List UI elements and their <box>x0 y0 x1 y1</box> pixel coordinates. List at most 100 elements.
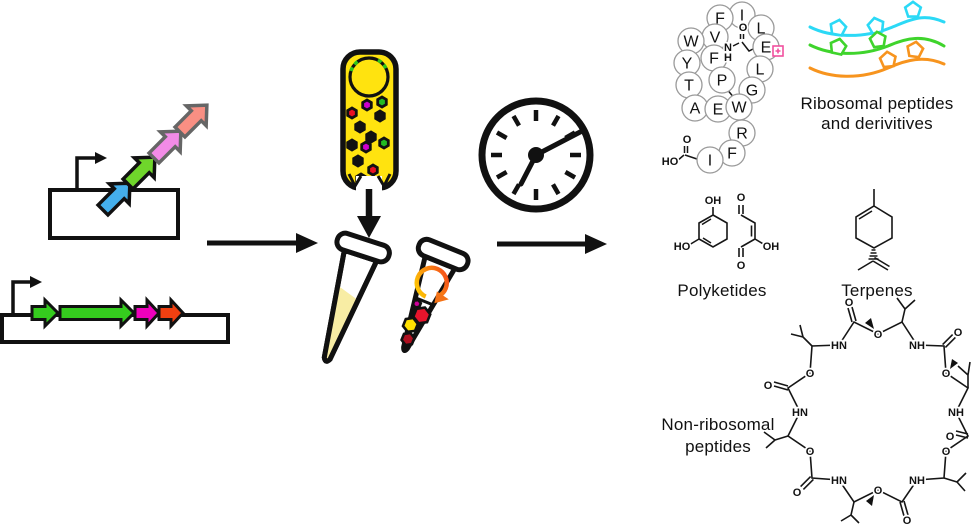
tube-divider <box>413 295 436 308</box>
nonribosomal-label-line1: Non-ribosomal <box>661 415 774 434</box>
svg-text:O: O <box>806 446 815 458</box>
plasmid-circle-icon <box>348 56 390 98</box>
svg-text:HN: HN <box>792 407 808 419</box>
plus-icon <box>775 48 781 54</box>
svg-text:O: O <box>737 260 746 272</box>
svg-text:R: R <box>736 126 748 143</box>
extract-arrowhead <box>357 216 381 238</box>
svg-text:L: L <box>757 21 766 38</box>
svg-text:F: F <box>727 146 737 163</box>
product-hexagons <box>400 298 432 347</box>
svg-text:N: N <box>724 42 732 54</box>
svg-text:Y: Y <box>682 56 693 73</box>
gene-arrow-pink <box>146 129 183 166</box>
flow-arrow-2 <box>497 234 607 254</box>
svg-text:E: E <box>761 40 772 57</box>
pentagons-cyan <box>829 0 923 37</box>
wave-cyan <box>808 16 946 37</box>
lysate-capsule <box>340 49 399 238</box>
svg-text:E: E <box>713 102 724 119</box>
gene-cluster-bottom <box>0 276 230 344</box>
burst-gap <box>356 176 382 192</box>
gene-arrow-green <box>120 155 157 192</box>
clock-center <box>528 147 544 163</box>
wedge-bond <box>866 495 874 506</box>
pentagons-orange <box>878 40 925 69</box>
tube-cap <box>334 230 392 265</box>
svg-text:G: G <box>746 83 758 100</box>
svg-text:O: O <box>737 192 746 204</box>
svg-text:HO: HO <box>662 156 679 168</box>
promoter-arrowhead <box>95 152 107 164</box>
gene-cluster-top <box>48 103 209 240</box>
svg-text:T: T <box>684 78 694 95</box>
svg-text:I: I <box>708 153 712 170</box>
lysate-tube <box>321 230 392 364</box>
clock-icon <box>478 97 594 213</box>
svg-text:L: L <box>756 62 765 79</box>
svg-text:OH: OH <box>763 241 780 253</box>
svg-text:NH: NH <box>909 475 925 487</box>
flow-arrow-1 <box>207 233 318 253</box>
svg-text:I: I <box>740 8 744 25</box>
promoter-arrowhead <box>30 276 42 288</box>
wave-orange <box>808 57 946 78</box>
polyketide-bonds <box>688 205 766 257</box>
gene-arrow-blue <box>95 181 132 218</box>
svg-text:O: O <box>946 431 955 443</box>
ripp-waves <box>808 0 946 78</box>
svg-text:NH: NH <box>909 340 925 352</box>
svg-text:O: O <box>845 297 854 309</box>
svg-text:O: O <box>806 368 815 380</box>
macrocycle-ring <box>786 320 970 504</box>
svg-text:O: O <box>683 134 692 146</box>
svg-text:A: A <box>690 101 701 118</box>
svg-text:O: O <box>954 327 963 339</box>
pentagons-green <box>829 30 887 56</box>
svg-text:O: O <box>942 446 951 458</box>
terpene-bonds <box>855 189 893 271</box>
svg-text:F: F <box>709 51 719 68</box>
reaction-cycle-icon <box>414 265 450 301</box>
gene-arrow-green-long <box>58 296 137 330</box>
promoter-arrow <box>11 280 30 315</box>
stereo-hash-bond <box>868 249 879 260</box>
nonribosomal-label-line2: peptides <box>685 437 751 456</box>
svg-text:O: O <box>764 380 773 392</box>
cycle-arrowhead <box>434 291 449 304</box>
svg-text:O: O <box>903 515 912 527</box>
svg-text:O: O <box>739 22 748 34</box>
gene-arrow-orange <box>157 296 186 330</box>
svg-text:W: W <box>683 34 699 51</box>
svg-text:O: O <box>874 485 883 497</box>
tube-cap <box>415 236 471 273</box>
plasmid-gene-dashes <box>349 58 389 72</box>
products-tube <box>400 236 471 354</box>
terpene-structure <box>855 189 893 271</box>
promoter-arrow <box>75 156 95 190</box>
svg-text:P: P <box>717 73 728 90</box>
wave-green <box>808 37 946 55</box>
wedge-bond <box>865 318 874 329</box>
tear-left <box>347 173 363 190</box>
carbonyl-double-bonds <box>773 306 969 517</box>
tear-right <box>376 173 392 190</box>
svg-text:V: V <box>710 30 721 47</box>
svg-text:O: O <box>942 368 951 380</box>
isopropyl-branches <box>763 297 971 524</box>
svg-text:NH: NH <box>948 407 964 419</box>
svg-text:F: F <box>715 11 725 28</box>
svg-text:OH: OH <box>705 195 722 207</box>
wedge-bond <box>950 359 958 369</box>
svg-text:HN: HN <box>831 340 847 352</box>
charge-box <box>772 45 784 57</box>
ribosomal-label-line2: and derivitives <box>821 114 933 133</box>
